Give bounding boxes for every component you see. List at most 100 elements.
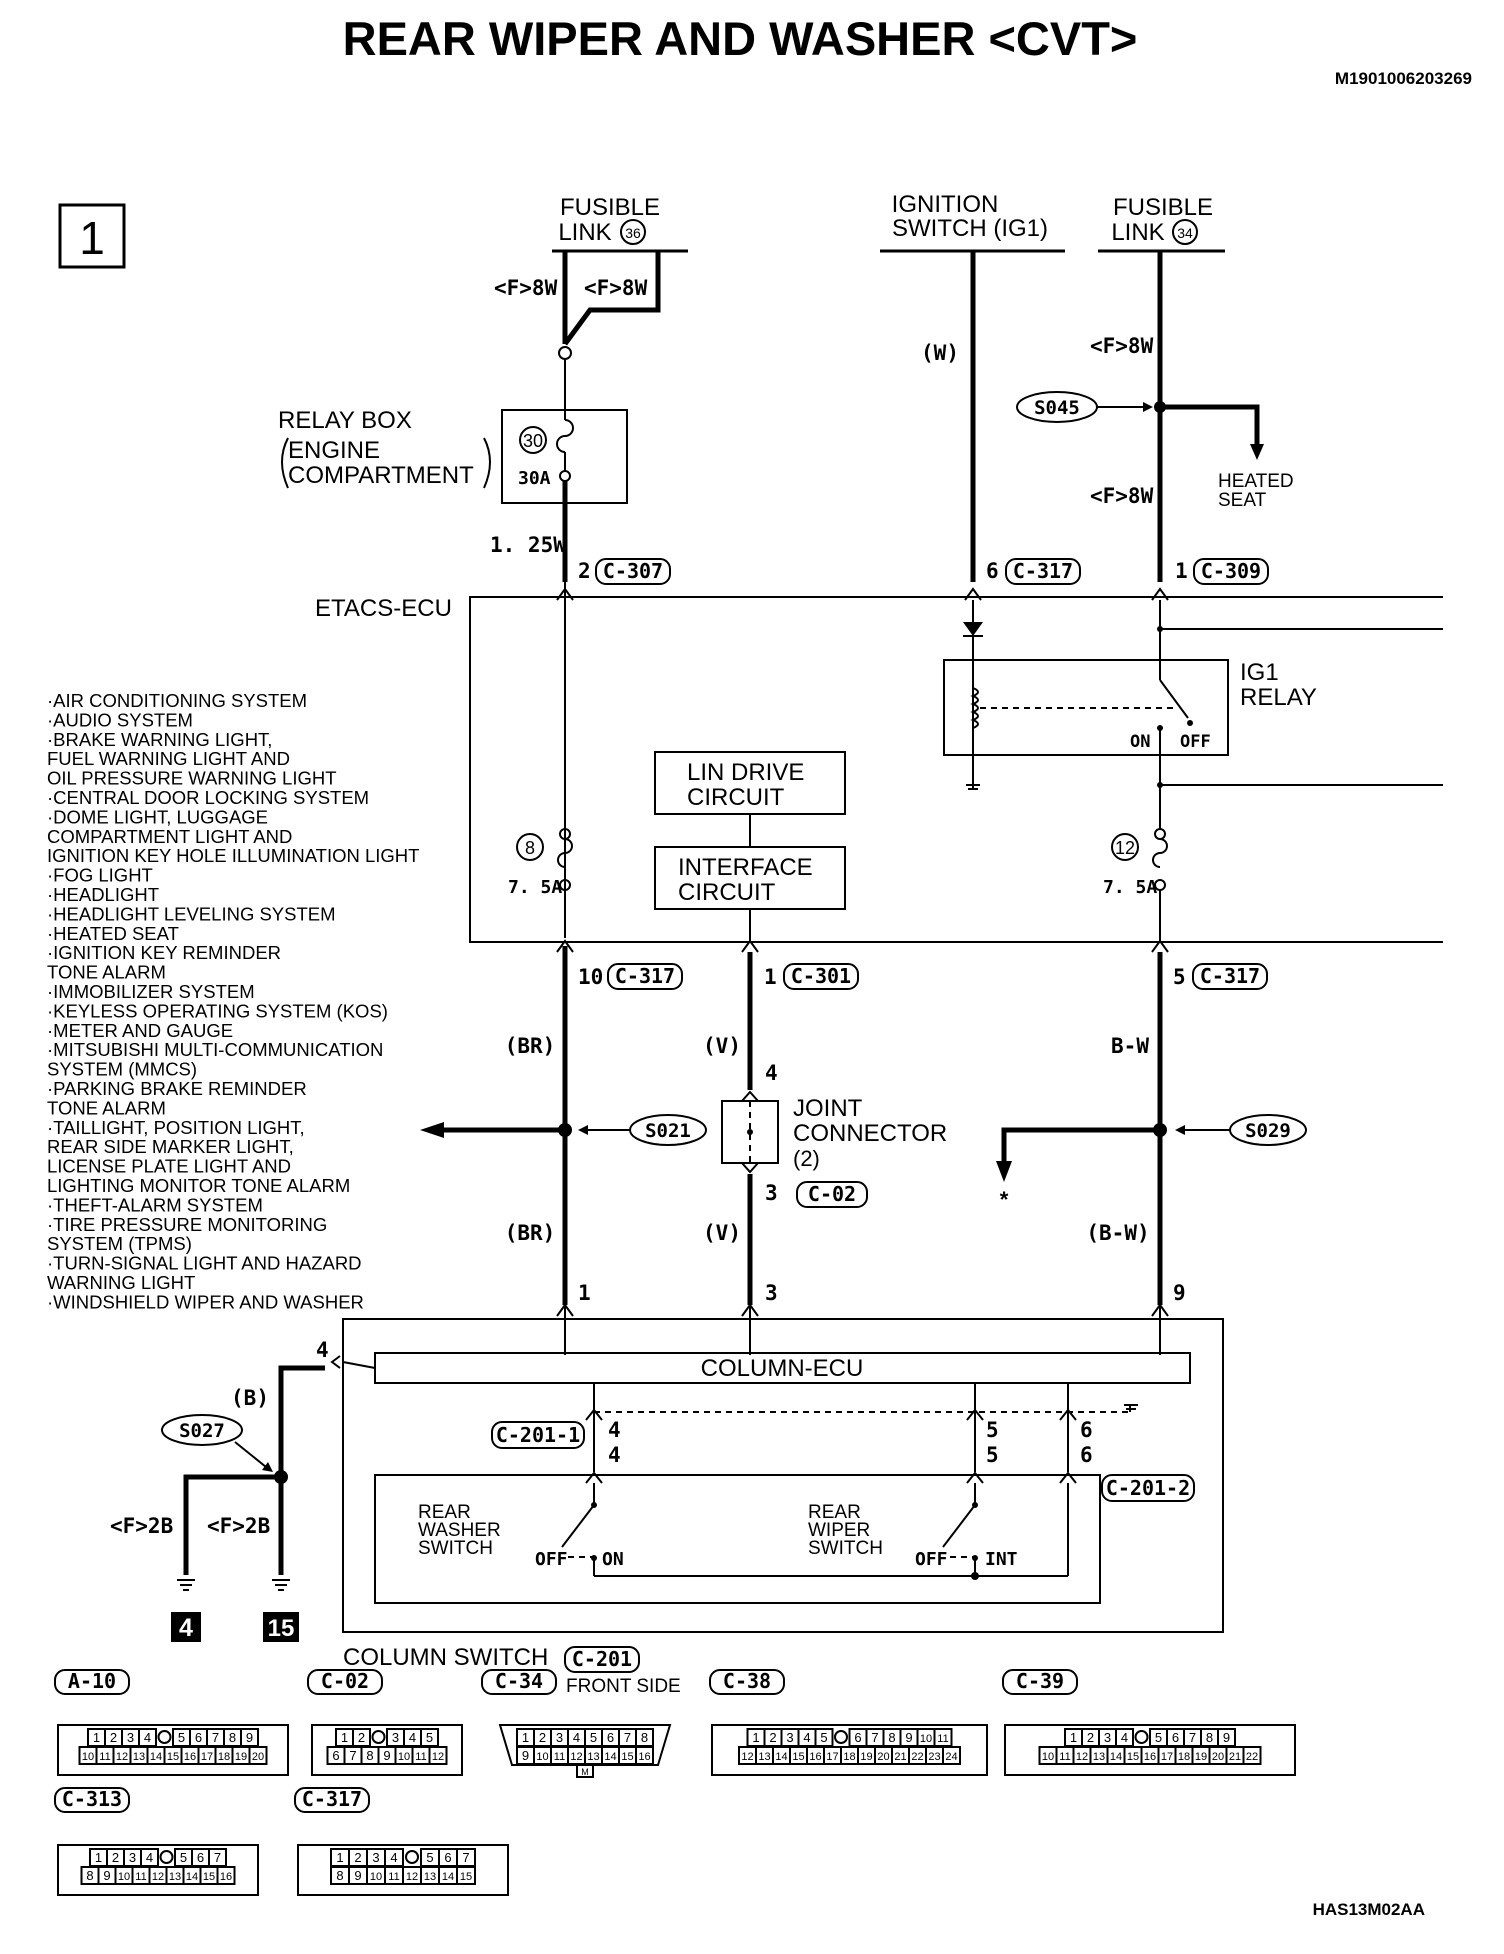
pin-6a: 6	[1080, 1418, 1093, 1442]
connector-pin: 5	[820, 1730, 827, 1745]
wire-label: <F>8W	[1090, 334, 1154, 358]
connector-name-c38: C-38	[723, 1669, 771, 1693]
connector-pin: 14	[186, 1871, 198, 1883]
connector-pin: 4	[803, 1730, 810, 1745]
connector-pin: 14	[1110, 1751, 1122, 1763]
connector-chevron	[741, 1303, 759, 1317]
system-item: OIL PRESSURE WARNING LIGHT	[47, 768, 337, 789]
arrow-left	[420, 1122, 444, 1138]
connector-face	[711, 1724, 988, 1776]
connector-pin: 5	[1155, 1730, 1162, 1745]
conn-c317a: C-317	[1013, 559, 1073, 583]
etacs-ecu-box	[469, 596, 1443, 943]
connector-pin: 15	[1127, 1751, 1139, 1763]
connector-pin: 16	[220, 1871, 232, 1883]
connector-pin: 4	[146, 1850, 153, 1865]
system-item: REAR SIDE MARKER LIGHT,	[47, 1136, 294, 1157]
system-item: SYSTEM (MMCS)	[47, 1059, 197, 1080]
connector-chevron	[585, 1471, 603, 1484]
fuse-symbol	[556, 419, 574, 453]
connector-pin: 8	[888, 1730, 895, 1745]
wire-label: B-W	[1111, 1034, 1149, 1058]
wire-branch	[1001, 1127, 1160, 1163]
connector-pin: 6	[332, 1748, 339, 1763]
switch-inner-box	[374, 1474, 1101, 1604]
fusible-link-34: FUSIBLE LINK 34	[1098, 194, 1225, 253]
conn-box	[595, 558, 671, 585]
connector-pin: 3	[372, 1850, 379, 1865]
connector-pin: 16	[638, 1751, 650, 1763]
system-item: ·TURN-SIGNAL LIGHT AND HAZARD	[47, 1253, 362, 1274]
interface-line1: INTERFACE	[678, 854, 813, 881]
junction	[1157, 782, 1163, 788]
connector-pin: 6	[197, 1850, 204, 1865]
relay-box-sub1: ENGINE	[288, 437, 380, 464]
connector-chevron	[741, 1090, 759, 1102]
fusible-link-36-circle	[620, 219, 646, 245]
system-item: ·MITSUBISHI MULTI-COMMUNICATION	[47, 1039, 383, 1060]
fusible-link-36: FUSIBLE LINK 36	[552, 194, 688, 253]
wire-label: 1. 25W	[490, 533, 566, 557]
wire-label: (B-W)	[1086, 1221, 1149, 1245]
connector-pin: 7	[212, 1730, 219, 1745]
pin-5a: 5	[986, 1418, 999, 1442]
diode	[963, 622, 983, 636]
ground-15-box	[263, 1612, 299, 1642]
connector-face	[297, 1844, 509, 1896]
connector-pin: 1	[752, 1730, 759, 1745]
connector-name-c39: C-39	[1016, 1669, 1064, 1693]
joint-connector-line3: (2)	[793, 1146, 820, 1171]
splice-s029: S029	[1245, 1120, 1291, 1142]
connector-pin: 6	[1172, 1730, 1179, 1745]
arrow-down	[996, 1161, 1012, 1182]
connector-pin: 11	[99, 1751, 110, 1763]
conn-box	[564, 1646, 640, 1673]
pin-6b: 6	[1080, 1443, 1093, 1467]
page-marker: 1	[79, 212, 105, 264]
connector-pin: 2	[354, 1850, 361, 1865]
connector-pin: 21	[1229, 1751, 1241, 1763]
connector-pin: 19	[235, 1751, 247, 1763]
ignition-switch-ig1: IGNITION SWITCH (IG1)	[880, 191, 1065, 253]
column-switch-box	[342, 1318, 1224, 1633]
connector-chevron	[556, 1303, 574, 1317]
systems-list: ·AIR CONDITIONING SYSTEM·AUDIO SYSTEM·BR…	[47, 690, 419, 1312]
connector-pin: 5	[590, 1730, 597, 1745]
connector-chevron	[556, 587, 574, 601]
connector-pin: 14	[775, 1751, 787, 1763]
connector-pin: 8	[641, 1730, 648, 1745]
junction	[747, 1129, 753, 1135]
connector-pin: 19	[860, 1751, 872, 1763]
connector-pin: 14	[442, 1871, 454, 1883]
connector-note: FRONT SIDE	[566, 1676, 681, 1697]
junction	[1157, 626, 1163, 632]
conn-box	[1002, 1669, 1078, 1695]
connector-pin: 5	[180, 1850, 187, 1865]
switch-pivot	[591, 1502, 597, 1508]
connector-pin: 12	[741, 1751, 753, 1763]
connector-pin: 4	[144, 1730, 151, 1745]
connector-latch	[1134, 1730, 1149, 1744]
fusible-link-34-number: 34	[1177, 225, 1193, 241]
washer-line2: WASHER	[418, 1520, 501, 1541]
wiper-switch-blade	[942, 1504, 976, 1548]
fuse-8-number: 8	[525, 838, 535, 858]
connector-pin: 10	[398, 1751, 410, 1763]
connector-pin: 3	[786, 1730, 793, 1745]
system-item: ·HEATED SEAT	[47, 923, 179, 944]
connector-pin: 2	[358, 1730, 365, 1745]
conn-c02: C-02	[808, 1182, 856, 1206]
conn-box	[1192, 963, 1268, 990]
connector-pin: 10	[536, 1751, 548, 1763]
col-pin9: 9	[1173, 1281, 1186, 1305]
system-item: ·DOME LIGHT, LUGGAGE	[47, 806, 268, 827]
connector-pin: 11	[415, 1751, 426, 1763]
connector-pin: 11	[554, 1751, 565, 1763]
fusible-link-36-line2: LINK	[558, 219, 611, 246]
column-switch-label: COLUMN SWITCH	[343, 1644, 548, 1671]
connector-pin: 17	[826, 1751, 838, 1763]
fuse-symbol	[557, 838, 573, 868]
system-item: WARNING LIGHT	[47, 1272, 195, 1293]
connector-pin: 13	[758, 1751, 770, 1763]
